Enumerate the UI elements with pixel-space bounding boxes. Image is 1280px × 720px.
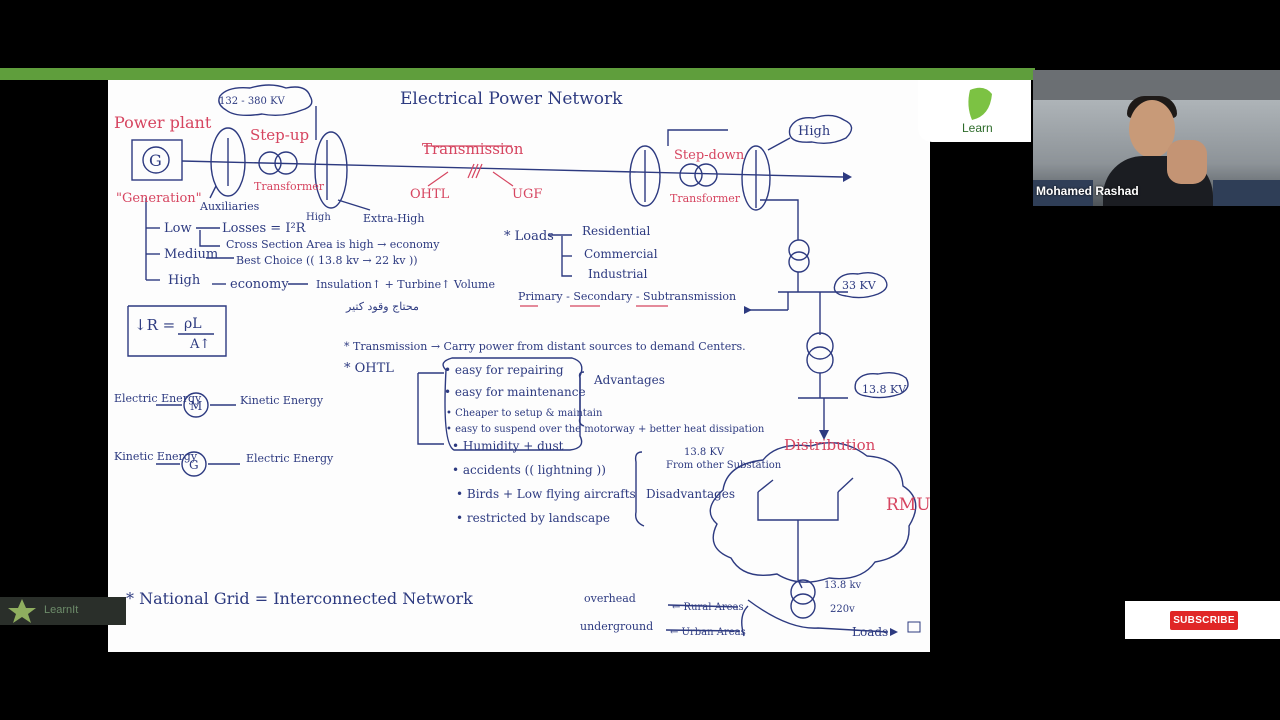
losses-formula: Losses = I²R <box>222 221 307 236</box>
learn-logo: Learn <box>918 80 1031 142</box>
from-other-kv: 13.8 KV <box>684 447 725 458</box>
disadvantage-2: • accidents (( lightning )) <box>452 463 606 477</box>
best-choice-note: Best Choice (( 13.8 kv → 22 kv )) <box>236 254 418 267</box>
power-plant-label: Power plant <box>114 113 212 132</box>
advantage-2: • easy for maintenance <box>444 385 586 399</box>
learnit-watermark: LearnIt <box>0 597 126 625</box>
transmission-label: Transmission <box>422 140 524 158</box>
ohtl-label: OHTL <box>410 187 450 202</box>
disadvantage-3: • Birds + Low flying aircrafts <box>456 487 636 501</box>
step-up-label: Step-up <box>250 126 309 144</box>
economy-note: economy <box>230 277 289 292</box>
disadvantage-1: • Humidity + dust <box>452 439 564 453</box>
gen-right-label: Electric Energy <box>246 452 334 465</box>
extra-high-label: Extra-High <box>363 212 424 225</box>
top-progress-bar <box>0 68 1035 80</box>
resistance-formula-left: ↓R = <box>134 316 175 334</box>
national-grid-label: * National Grid = Interconnected Network <box>126 589 473 608</box>
board-title: Electrical Power Network <box>400 89 623 109</box>
kv-13-8-low-label: 13.8 kv <box>824 580 862 591</box>
loads-commercial: Commercial <box>584 247 658 261</box>
kv-13-8-label: 13.8 KV <box>862 383 907 396</box>
menu-icon[interactable] <box>907 621 921 633</box>
voltage-medium-label: Medium <box>164 247 218 262</box>
high-small-label: High <box>306 212 331 223</box>
loads-residential: Residential <box>582 224 650 238</box>
subscribe-button[interactable]: SUBSCRIBE <box>1170 611 1238 630</box>
presenter-name: Mohamed Rashad <box>1036 184 1139 198</box>
overhead-label: overhead <box>584 592 636 605</box>
v-220-label: 220v <box>830 604 855 615</box>
transmission-definition: * Transmission → Carry power from distan… <box>344 340 746 353</box>
step-down-label: Step-down <box>674 148 745 163</box>
generator-label: G <box>149 151 162 170</box>
urban-label: ← Urban Areas <box>670 627 746 638</box>
motor-right-label: Kinetic Energy <box>240 394 324 407</box>
gen-left-label: Kinetic Energy <box>114 450 198 463</box>
leaf-icon: Learn <box>962 87 993 135</box>
motor-symbol: M <box>190 399 202 413</box>
gen-symbol: G <box>189 458 199 472</box>
auxiliaries-label: Auxiliaries <box>199 200 260 213</box>
presenter-webcam: Mohamed Rashad <box>1033 70 1280 206</box>
rmu-label: RMU <box>886 495 930 515</box>
advantage-3: • Cheaper to setup & maintain <box>446 408 603 419</box>
voltage-high-label: High <box>168 273 201 288</box>
distribution-label: Distribution <box>784 436 876 454</box>
high-bubble-label: High <box>798 124 831 139</box>
resistance-formula-num: ρL <box>184 316 202 332</box>
primary-secondary-label: Primary - Secondary - Subtransmission <box>518 290 736 303</box>
disadvantages-label: Disadvantages <box>646 487 735 501</box>
loads-end-label: Loads <box>852 625 888 639</box>
advantage-1: • easy for repairing <box>444 363 564 377</box>
whiteboard: Electrical Power Network G Auxiliaries 1… <box>108 80 930 652</box>
underground-label: underground <box>580 620 653 633</box>
diagram-canvas: Electrical Power Network G Auxiliaries 1… <box>114 84 930 639</box>
star-icon <box>8 599 36 623</box>
arabic-note: محتاج وقود كتير <box>345 300 419 313</box>
ohtl-star-label: * OHTL <box>344 361 394 376</box>
insulation-note: Insulation↑ + Turbine↑ Volume <box>316 278 495 291</box>
step-down-transformer-label: Transformer <box>670 192 741 205</box>
motor-left-label: Electric Energy <box>114 392 202 405</box>
generation-label: "Generation" <box>116 191 202 206</box>
cross-section-note: Cross Section Area is high → economy <box>226 238 440 251</box>
voltage-low-label: Low <box>164 221 192 236</box>
from-other-substation: From other Substation <box>666 460 782 471</box>
learnit-text: LearnIt <box>44 604 79 616</box>
loads-title: * Loads <box>504 229 554 244</box>
loads-industrial: Industrial <box>588 267 648 281</box>
advantage-4: • easy to suspend over the motorway + be… <box>446 424 765 435</box>
rural-label: ← Rural Areas <box>672 602 744 613</box>
kv-132-380-label: 132 - 380 KV <box>219 96 286 107</box>
resistance-formula-den: A↑ <box>189 337 210 352</box>
subscribe-banner: SUBSCRIBE <box>1125 601 1280 639</box>
step-up-transformer-label: Transformer <box>254 180 325 193</box>
generator-box <box>131 139 183 181</box>
kv-33-label: 33 KV <box>842 279 877 292</box>
logo-text: Learn <box>962 121 993 135</box>
ugf-label: UGF <box>512 187 542 202</box>
disadvantage-4: • restricted by landscape <box>456 511 610 525</box>
advantages-label: Advantages <box>593 373 665 387</box>
